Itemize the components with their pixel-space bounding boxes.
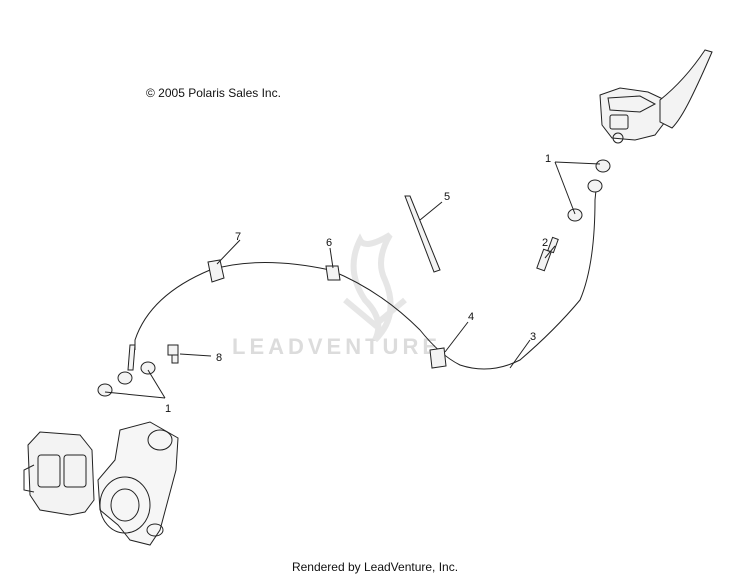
- banjo-fitting-bottom: [97, 344, 156, 397]
- callout-1-bottom: 1: [165, 403, 171, 415]
- bolt-8: [167, 344, 179, 364]
- footer-credit: Rendered by LeadVenture, Inc.: [291, 560, 459, 574]
- callout-7: 7: [235, 231, 241, 243]
- banjo-fitting-top: [567, 159, 611, 222]
- clip-7: [207, 259, 225, 283]
- callout-3: 3: [530, 331, 536, 343]
- callout-2: 2: [542, 237, 548, 249]
- master-cylinder: [599, 49, 713, 144]
- callout-4: 4: [468, 311, 474, 323]
- callout-6: 6: [326, 237, 332, 249]
- callout-1-top: 1: [545, 153, 551, 165]
- clip-4: [429, 347, 447, 369]
- leader-lines: [104, 161, 601, 399]
- callout-8: 8: [216, 352, 222, 364]
- copyright-notice: © 2005 Polaris Sales Inc.: [146, 86, 281, 100]
- watermark-text: LEADVENTURE: [232, 334, 442, 359]
- callout-5: 5: [444, 191, 450, 203]
- brake-caliper: [23, 431, 95, 516]
- brake-line: [134, 179, 598, 370]
- clip-6: [325, 265, 341, 281]
- steering-knuckle: [97, 421, 179, 546]
- watermark-logo: [343, 232, 407, 343]
- tie-strap-5: [404, 195, 441, 273]
